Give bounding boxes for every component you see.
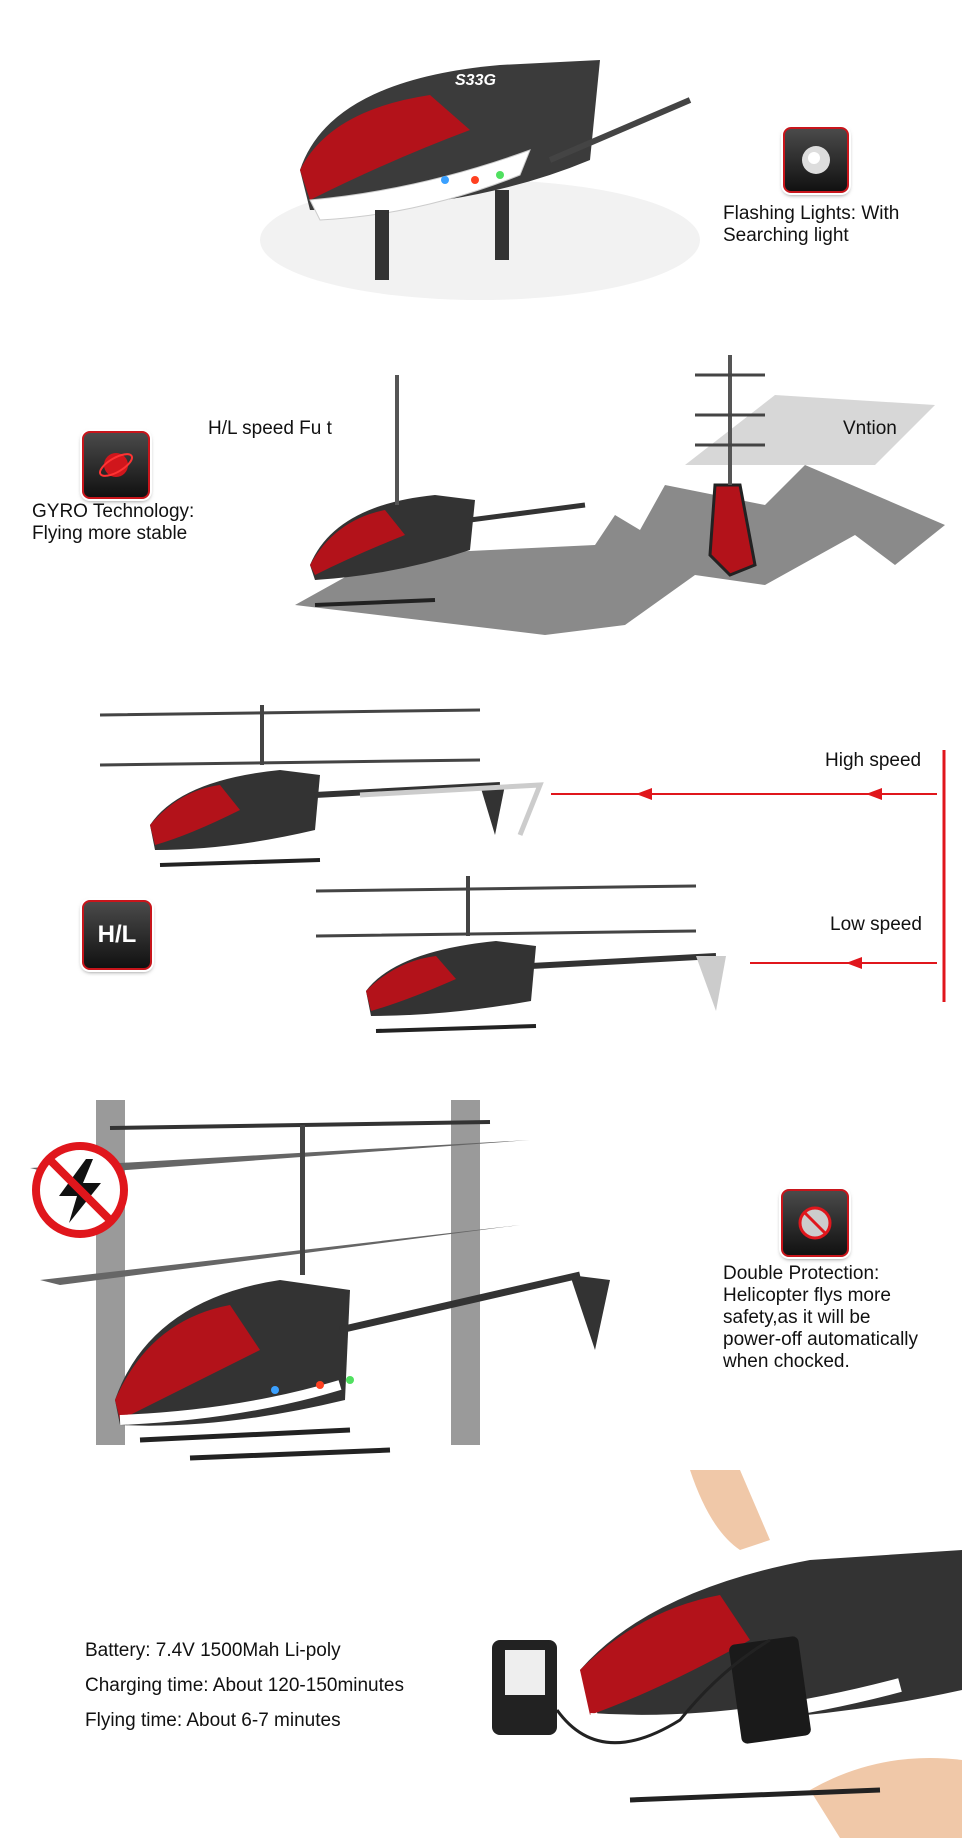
- protection-line: Helicopter flys more: [723, 1285, 891, 1306]
- flashing-lights-line1: Flashing Lights: With: [723, 203, 900, 224]
- model-label: S33G: [455, 72, 496, 89]
- hl-speed-icon: H/L: [82, 900, 152, 970]
- gyro-line1: GYRO Technology:: [32, 501, 195, 522]
- speed-function-label: H/L speed Fu t: [208, 418, 332, 439]
- gyro-helicopters-image: [295, 355, 945, 635]
- helicopter-closeup-image: SYMA S33G: [260, 50, 700, 300]
- low-speed-helicopter-image: [315, 876, 726, 1033]
- charging-time-spec: Charging time: About 120-150minutes: [85, 1675, 404, 1696]
- protection-text: Double Protection: Helicopter flys more …: [723, 1263, 918, 1373]
- flashing-lights-text: Flashing Lights: With Searching light: [723, 203, 899, 247]
- battery-spec: Battery: 7.4V 1500Mah Li-poly: [85, 1640, 341, 1661]
- gyro-icon: [82, 431, 150, 499]
- flashing-lights-line2: Searching light: [723, 225, 849, 246]
- protection-line: Double Protection:: [723, 1263, 880, 1284]
- speed-function-label-right: Vntion: [843, 418, 897, 439]
- double-protection-icon: [781, 1189, 849, 1257]
- protection-line: power-off automatically: [723, 1329, 919, 1350]
- flashing-light-icon: [783, 127, 849, 193]
- charging-helicopter-image: [492, 1470, 962, 1838]
- no-lightning-icon: [32, 1142, 128, 1238]
- hl-icon-label: H/L: [97, 921, 137, 948]
- speed-arrows: [551, 750, 946, 1002]
- protection-line: safety,as it will be: [723, 1307, 871, 1328]
- high-speed-label: High speed: [825, 750, 922, 771]
- low-speed-label: Low speed: [830, 914, 922, 935]
- gyro-line2: Flying more stable: [32, 523, 188, 544]
- protection-line: when chocked.: [723, 1351, 850, 1372]
- brand-label: SYMA: [445, 50, 483, 65]
- gyro-text: GYRO Technology: Flying more stable: [32, 501, 194, 545]
- high-speed-helicopter-image: [99, 705, 544, 867]
- flying-time-spec: Flying time: About 6-7 minutes: [85, 1710, 341, 1731]
